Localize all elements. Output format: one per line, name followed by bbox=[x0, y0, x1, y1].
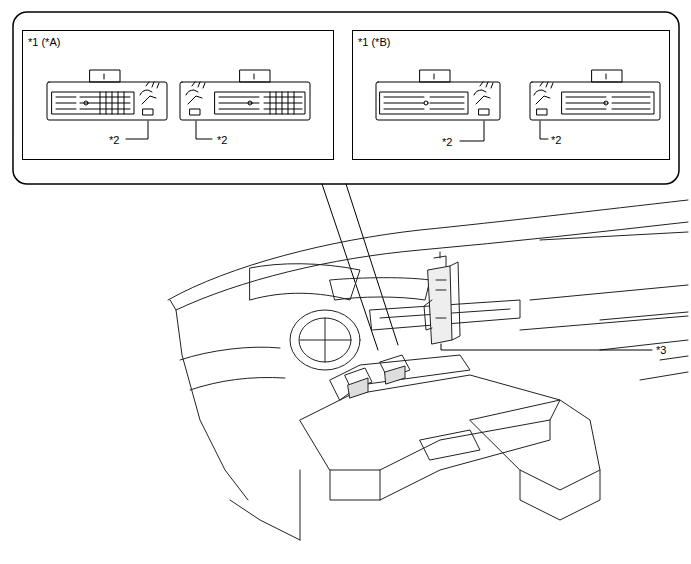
drawing-stroke bbox=[470, 400, 600, 490]
drawing-stroke bbox=[180, 82, 310, 120]
drawing-stroke bbox=[270, 92, 294, 114]
drawing-stroke bbox=[520, 470, 600, 520]
leader-line bbox=[126, 121, 148, 139]
drawing-stroke bbox=[420, 70, 450, 82]
instrument-panel bbox=[168, 200, 688, 540]
location-view-box: *1 (*A) *2 *2 bbox=[22, 30, 334, 160]
drawing-stroke bbox=[290, 310, 360, 370]
drawing-stroke bbox=[450, 262, 460, 340]
drawing-stroke bbox=[434, 74, 435, 79]
drawing-stroke bbox=[436, 280, 446, 318]
drawing-stroke bbox=[424, 300, 432, 330]
drawing-stroke bbox=[90, 70, 120, 82]
callout-number: *2 bbox=[109, 134, 119, 146]
drawing-stroke bbox=[230, 470, 300, 540]
callout-frame bbox=[13, 12, 679, 184]
drawing-stroke bbox=[254, 74, 255, 79]
drawing-stroke bbox=[640, 356, 688, 380]
view-heading: *1 (*A) bbox=[28, 36, 60, 48]
drawing-stroke bbox=[348, 378, 368, 398]
seat-heater-switch bbox=[376, 70, 500, 120]
callout-number: *2 bbox=[551, 134, 561, 146]
drawing-stroke bbox=[434, 252, 446, 266]
drawing-stroke bbox=[190, 378, 285, 391]
drawing-stroke bbox=[534, 82, 553, 104]
drawing-stroke bbox=[537, 109, 547, 115]
view-heading: *1 (*B) bbox=[358, 36, 390, 48]
drawing-stroke bbox=[604, 101, 608, 105]
drawing-stroke bbox=[84, 101, 88, 105]
drawing-stroke bbox=[600, 312, 688, 350]
drawing-stroke bbox=[592, 70, 622, 82]
drawing-stroke bbox=[143, 109, 153, 115]
callout-number: *2 bbox=[442, 136, 452, 148]
drawing-stroke bbox=[299, 318, 351, 362]
leader-line bbox=[441, 344, 652, 350]
drawing-stroke bbox=[300, 318, 350, 362]
drawing-stroke bbox=[566, 97, 650, 109]
drawing-stroke bbox=[530, 285, 688, 300]
drawing-stroke bbox=[104, 74, 105, 79]
drawing-stroke bbox=[428, 266, 452, 344]
leader-line bbox=[540, 121, 548, 139]
drawing-stroke bbox=[186, 82, 205, 104]
drawing-stroke bbox=[562, 92, 654, 114]
drawing-stroke bbox=[240, 70, 270, 82]
drawing-stroke bbox=[376, 82, 500, 120]
drawing-stroke bbox=[52, 92, 134, 114]
drawing-stroke bbox=[474, 82, 493, 104]
seat-heater-switch bbox=[530, 70, 660, 120]
drawing-stroke bbox=[330, 420, 550, 500]
drawing-stroke bbox=[190, 109, 200, 115]
drawing-stroke bbox=[330, 355, 470, 400]
drawing-stroke bbox=[540, 232, 688, 240]
drawing-stroke bbox=[330, 278, 430, 300]
drawing-stroke bbox=[180, 347, 280, 360]
drawing-stroke bbox=[168, 200, 688, 300]
drawing-stroke bbox=[424, 101, 428, 105]
drawing-stroke bbox=[219, 97, 302, 109]
drawing-stroke bbox=[530, 82, 660, 120]
drawing-stroke bbox=[606, 74, 607, 79]
drawing-stroke bbox=[215, 92, 305, 114]
callout-number: *3 bbox=[656, 344, 666, 356]
location-view-box: *1 (*B) *2 *2 bbox=[352, 30, 670, 160]
drawing-stroke bbox=[380, 470, 381, 500]
drawing-stroke bbox=[47, 82, 167, 120]
seat-heater-switch bbox=[47, 70, 167, 120]
drawing-stroke bbox=[520, 316, 688, 330]
seat-heater-switch bbox=[180, 70, 310, 120]
drawing-stroke bbox=[170, 300, 248, 500]
drawing-stroke bbox=[100, 92, 124, 114]
callout-leader bbox=[322, 184, 378, 350]
drawing-stroke bbox=[384, 97, 464, 109]
drawing-stroke bbox=[479, 109, 489, 115]
drawing-stroke bbox=[56, 97, 130, 109]
drawing-stroke bbox=[140, 82, 159, 104]
drawing-stroke bbox=[385, 366, 405, 384]
callout-leader bbox=[346, 184, 398, 345]
drawing-stroke bbox=[250, 264, 360, 300]
drawing-stroke bbox=[300, 375, 560, 470]
drawing-stroke bbox=[248, 101, 252, 105]
callout-number: *2 bbox=[217, 134, 227, 146]
leader-line bbox=[460, 121, 484, 141]
drawing-stroke bbox=[420, 430, 480, 460]
drawing-stroke bbox=[380, 92, 468, 114]
leader-line bbox=[196, 121, 212, 139]
